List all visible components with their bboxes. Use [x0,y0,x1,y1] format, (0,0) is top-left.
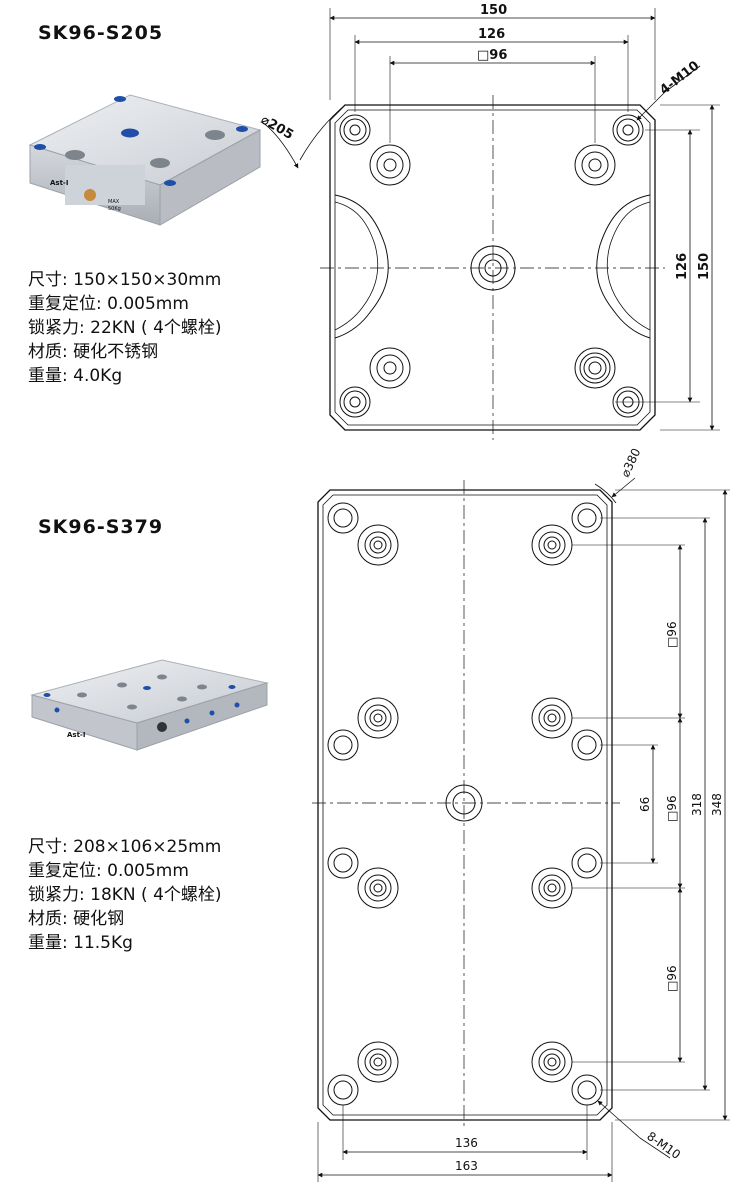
drawing-2-dim-pitch-mid: □96 [665,795,679,822]
product-1-model: SK96-S205 [38,22,164,44]
product-1-spec-weight: 重量: 4.0Kg [28,366,123,386]
drawing-1 [261,8,720,440]
product-1-photo-logo: Ast-I [50,179,68,187]
product-1-spec-size: 尺寸: 150×150×30mm [28,270,222,290]
product-2-photo-logo: Ast-I [67,731,85,739]
product-2-photo: Ast-I [30,659,269,751]
drawing-1-dim-width-inner: □96 [477,48,507,63]
product-2-spec-weight: 重量: 11.5Kg [28,933,133,953]
drawing-2-dim-136: 136 [455,1136,478,1150]
drawing-1-dim-width-outer: 150 [480,3,507,18]
product-2-spec-clamping-force: 锁紧力: 18KN ( 4个螺栓) [28,885,222,905]
drawing-2-dim-thread: 8-M10 [644,1129,683,1162]
product-1-spec-clamping-force: 锁紧力: 22KN ( 4个螺栓) [28,318,222,338]
drawing-2-dim-163: 163 [455,1159,478,1173]
drawing-1-dim-width-mid: 126 [478,27,505,42]
product-2-spec-size: 尺寸: 208×106×25mm [28,837,222,857]
drawing-2-dim-pitch-top: □96 [665,621,679,648]
product-2-model: SK96-S379 [38,516,164,538]
product-2-specs: 尺寸: 208×106×25mm 重复定位: 0.005mm 锁紧力: 18KN… [28,835,222,955]
product-1-specs: 尺寸: 150×150×30mm 重复定位: 0.005mm 锁紧力: 22KN… [28,268,222,388]
product-1-photo-load: 50Kg [108,206,121,212]
product-2-spec-repeatability: 重复定位: 0.005mm [28,861,189,881]
drawing-2-dim-66: 66 [638,797,652,812]
drawing-1-dim-height-outer: 150 [697,253,712,280]
drawing-1-dim-height-mid: 126 [675,253,690,280]
product-1-photo-max: MAX [108,199,120,205]
drawing-2-dim-diameter: ⌀380 [618,446,643,479]
product-1-photo: Ast-I MAX 50Kg [28,94,262,226]
drawing-1-dim-diameter: ⌀205 [258,112,296,142]
drawing-1-dim-thread: 4-M10 [657,58,702,98]
drawing-2-dim-318: 318 [690,793,704,816]
drawing-2 [312,477,730,1182]
drawing-2-dim-pitch-bottom: □96 [665,965,679,992]
drawing-2-dim-348: 348 [710,793,724,816]
product-2-spec-material: 材质: 硬化钢 [28,909,125,929]
product-1-spec-material: 材质: 硬化不锈钢 [28,342,159,362]
product-1-spec-repeatability: 重复定位: 0.005mm [28,294,189,314]
